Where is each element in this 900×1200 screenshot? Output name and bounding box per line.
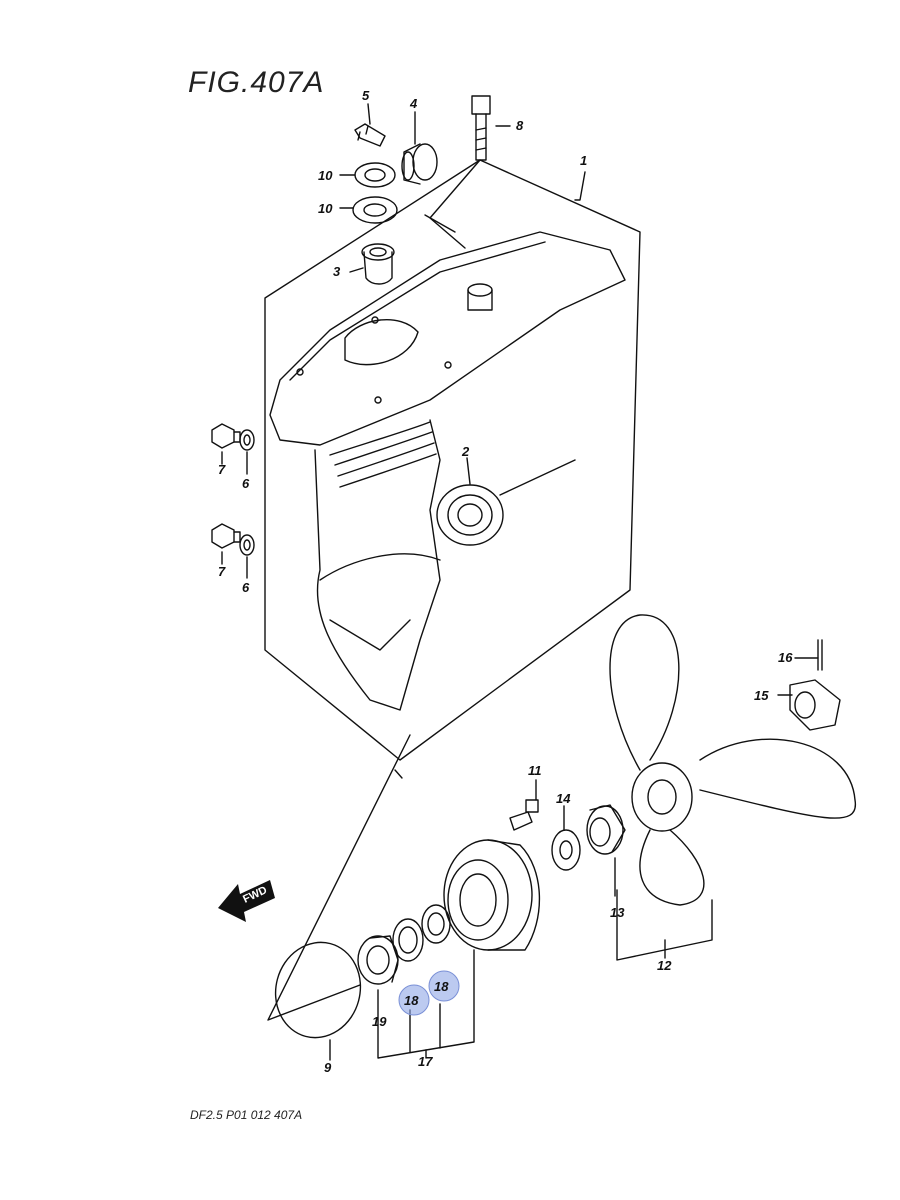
callout-labels: 1 2 3 4 5 6 6 7 7 8 9 10 10 11 12 13 14 … — [218, 88, 793, 1075]
washer-part-14 — [551, 829, 581, 871]
callout-7-lower: 7 — [218, 564, 226, 579]
bolt-part-5 — [354, 123, 386, 147]
bolt-part-8 — [471, 95, 491, 161]
callout-14: 14 — [556, 791, 571, 806]
gasket-part-6-upper — [239, 429, 255, 451]
callout-17: 17 — [418, 1054, 433, 1069]
callout-6-lower: 6 — [242, 580, 250, 595]
bushing-part-13 — [586, 804, 626, 855]
oil-seal-part-10-lower — [352, 196, 398, 224]
housing-box-outline — [264, 159, 641, 761]
highlight-marker-18-a — [398, 984, 430, 1016]
callout-2: 2 — [461, 444, 470, 459]
figure-footer-code: DF2.5 P01 012 407A — [190, 1108, 303, 1122]
highlight-marker-18-b — [428, 970, 460, 1002]
nut-part-15 — [789, 679, 841, 731]
drain-plug-part-7-lower — [211, 523, 241, 549]
gear-case-part-1 — [269, 231, 626, 711]
callout-1: 1 — [580, 153, 587, 168]
callout-10-lower: 10 — [318, 201, 333, 216]
callout-16: 16 — [778, 650, 793, 665]
shaft-housing-part-17 — [443, 839, 541, 951]
bolt-part-11 — [509, 799, 539, 831]
o-ring-part-9 — [274, 941, 362, 1039]
callout-9: 9 — [324, 1060, 332, 1075]
bearing-part-19 — [357, 935, 399, 985]
oil-seal-part-18-a — [392, 918, 424, 962]
callout-18-a: 18 — [404, 993, 419, 1008]
callout-10-upper: 10 — [318, 168, 333, 183]
bushing-part-3 — [361, 243, 395, 285]
callout-11: 11 — [528, 763, 542, 778]
callout-3: 3 — [333, 264, 341, 279]
callout-18-b: 18 — [434, 979, 449, 994]
spacer-part-4 — [401, 143, 438, 185]
gasket-part-6-lower — [239, 534, 255, 556]
figure-title: FIG.407A — [188, 66, 325, 99]
callout-13: 13 — [610, 905, 625, 920]
callout-12: 12 — [657, 958, 672, 973]
drain-plug-part-7-upper — [211, 423, 241, 449]
callout-8: 8 — [516, 118, 524, 133]
callout-15: 15 — [754, 688, 769, 703]
callout-19: 19 — [372, 1014, 387, 1029]
forward-direction-arrow-icon: FWD — [218, 880, 275, 922]
cotter-pin-part-16 — [817, 639, 823, 671]
oil-seal-part-10-upper — [354, 162, 396, 188]
bearing-part-2 — [436, 459, 576, 546]
callout-5: 5 — [362, 88, 370, 103]
callout-6-upper: 6 — [242, 476, 250, 491]
callout-4: 4 — [409, 96, 418, 111]
propeller-part-12 — [609, 614, 857, 961]
callout-7-upper: 7 — [218, 462, 226, 477]
